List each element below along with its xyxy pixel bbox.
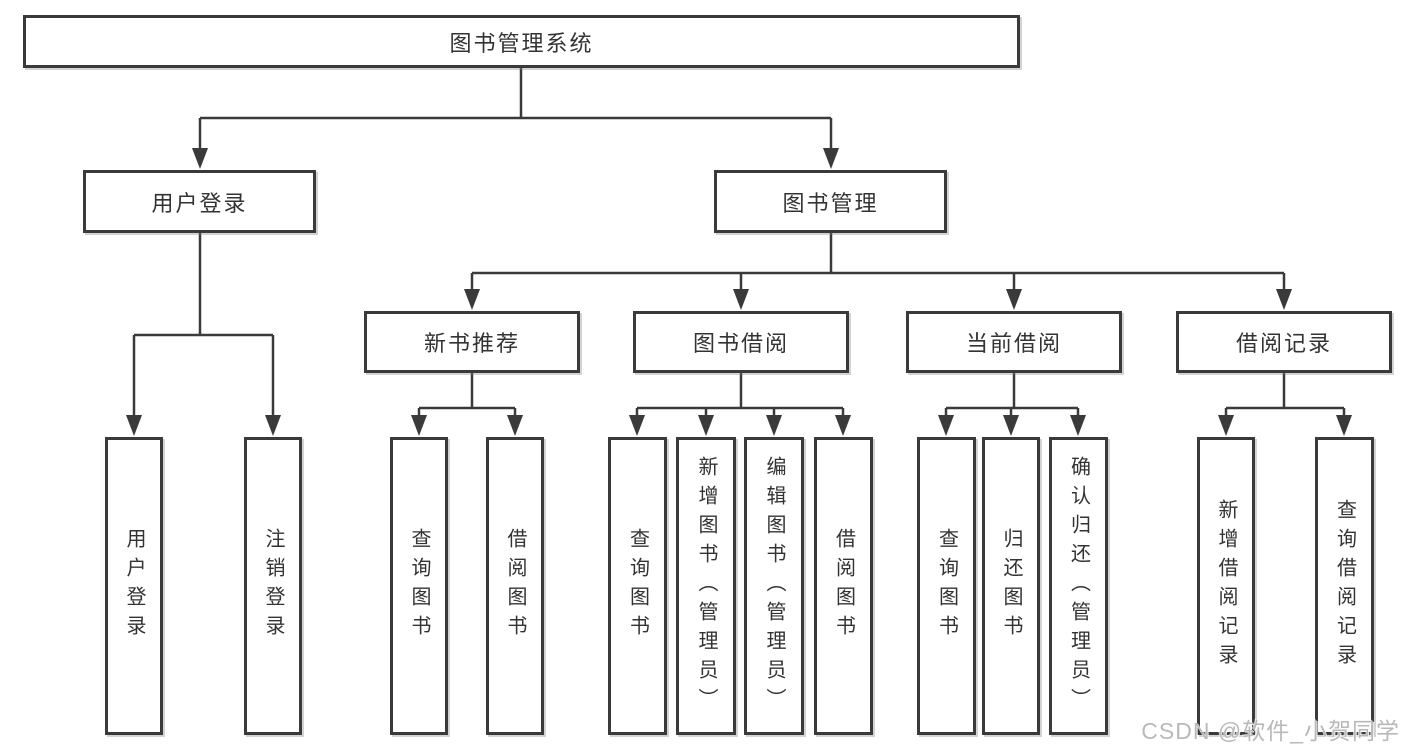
- leaf-bb-edit-book-admin-label: 编辑图书（管理员）: [763, 455, 785, 717]
- node-current-borrowing: 当前借阅: [906, 311, 1122, 373]
- leaf-cb-confirm-return-admin-label: 确认归还（管理员）: [1067, 455, 1090, 717]
- leaf-bb-add-book-admin-label: 新增图书（管理员）: [695, 455, 717, 717]
- node-user-login-label: 用户登录: [151, 190, 248, 216]
- leaf-bb-borrow-book-label: 借阅图书: [832, 528, 855, 644]
- node-new-book-recommendation: 新书推荐: [364, 311, 580, 373]
- leaf-cb-return-book-label: 归还图书: [1000, 528, 1022, 644]
- leaf-bb-query-book: 查询图书: [608, 437, 667, 735]
- csdn-watermark: CSDN @软件_小贺同学: [1141, 718, 1400, 744]
- leaf-rec-query-book-label: 查询图书: [408, 528, 430, 644]
- node-book-management: 图书管理: [714, 170, 947, 233]
- leaf-rec-borrow-book: 借阅图书: [486, 437, 544, 735]
- leaf-bb-add-book-admin: 新增图书（管理员）: [676, 437, 736, 735]
- node-new-book-recommendation-label: 新书推荐: [423, 331, 520, 356]
- connector-new-book-rec-to-leaves: [411, 373, 523, 436]
- connector-user-login-to-leaves: [126, 233, 281, 436]
- node-library-management-system: 图书管理系统: [23, 15, 1020, 68]
- connector-root-to-level2: [192, 68, 839, 169]
- leaf-logout-label: 注销登录: [262, 528, 284, 644]
- leaf-cb-return-book: 归还图书: [982, 437, 1040, 735]
- leaf-cb-confirm-return-admin: 确认归还（管理员）: [1049, 437, 1108, 735]
- node-book-borrowing-label: 图书借阅: [692, 331, 789, 356]
- leaf-cb-query-book-label: 查询图书: [935, 528, 958, 644]
- node-book-borrowing: 图书借阅: [633, 311, 849, 373]
- leaf-br-add-record-label: 新增借阅记录: [1215, 499, 1237, 673]
- connector-current-borrow-to-leaves: [938, 373, 1086, 436]
- leaf-bb-query-book-label: 查询图书: [626, 528, 649, 644]
- node-user-login: 用户登录: [83, 170, 316, 233]
- leaf-rec-borrow-book-label: 借阅图书: [504, 528, 526, 644]
- connector-borrow-record-to-leaves: [1218, 373, 1352, 436]
- node-borrowing-records-label: 借阅记录: [1235, 331, 1332, 356]
- leaf-bb-edit-book-admin: 编辑图书（管理员）: [744, 437, 804, 735]
- node-current-borrowing-label: 当前借阅: [965, 331, 1062, 356]
- leaf-br-query-record-label: 查询借阅记录: [1333, 499, 1356, 673]
- leaf-user-login-label: 用户登录: [123, 528, 145, 644]
- leaf-user-login: 用户登录: [105, 437, 163, 735]
- node-borrowing-records: 借阅记录: [1176, 311, 1392, 373]
- node-library-management-system-label: 图书管理系统: [449, 30, 594, 56]
- leaf-bb-borrow-book: 借阅图书: [814, 437, 873, 735]
- leaf-br-query-record: 查询借阅记录: [1315, 437, 1374, 735]
- connector-book-mgmt-to-level3: [464, 233, 1292, 310]
- leaf-cb-query-book: 查询图书: [917, 437, 976, 735]
- leaf-br-add-record: 新增借阅记录: [1197, 437, 1255, 735]
- leaf-logout: 注销登录: [244, 437, 302, 735]
- node-book-management-label: 图书管理: [782, 190, 879, 216]
- leaf-rec-query-book: 查询图书: [390, 437, 448, 735]
- connector-book-borrow-to-leaves: [629, 373, 851, 436]
